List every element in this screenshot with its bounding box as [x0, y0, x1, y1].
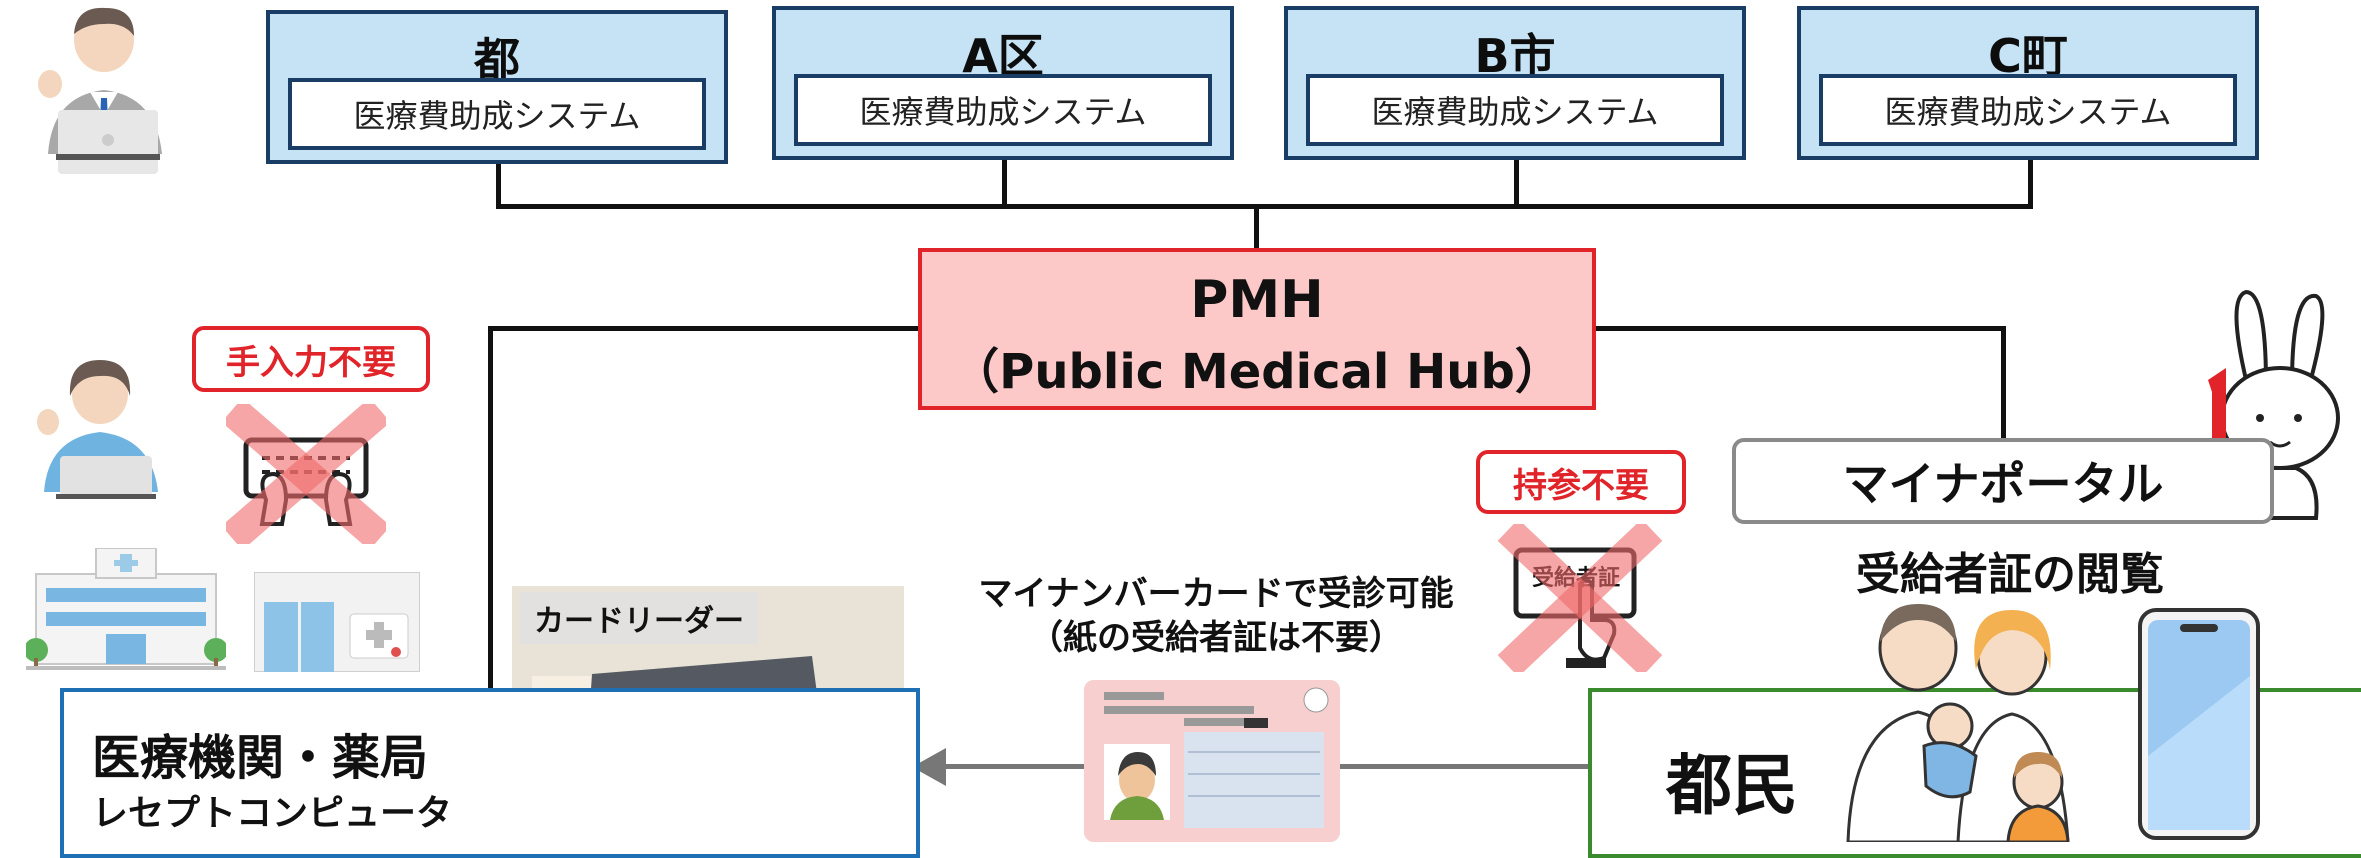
no-bring-tag: 持参不要 — [1476, 450, 1686, 514]
citizen-title: 都民 — [1666, 747, 1798, 824]
medical-staff-icon — [37, 360, 158, 499]
medical-title: 医療機関・薬局 — [92, 730, 429, 786]
gov-box-a-ward: A区 医療費助成システム — [772, 6, 1234, 160]
gov-box-metropolis: 都 医療費助成システム — [266, 10, 728, 164]
connector-line — [488, 326, 493, 690]
certificate-crossed-icon: 受給者証 — [1496, 524, 1664, 672]
gov-box-b-city: B市 医療費助成システム — [1284, 6, 1746, 160]
connector-line — [496, 164, 501, 208]
connector-line — [1594, 326, 2006, 331]
mynumber-caption-line1: マイナンバーカードで受診可能 — [978, 574, 1454, 614]
pharmacy-icon — [254, 572, 420, 672]
connector-line — [1002, 160, 1007, 208]
connector-line — [496, 204, 2033, 209]
gov-system-label: 医療費助成システム — [794, 74, 1212, 146]
gov-system-label: 医療費助成システム — [1819, 74, 2237, 146]
myna-portal-box: マイナポータル — [1732, 438, 2274, 524]
hospital-icon — [26, 548, 226, 670]
no-manual-input-tag: 手入力不要 — [192, 326, 430, 392]
family-icon — [1846, 604, 2070, 842]
connector-line — [2028, 160, 2033, 208]
connector-line — [2001, 326, 2006, 440]
pmh-subtitle: （Public Medical Hub） — [951, 344, 1563, 400]
connector-line — [1254, 204, 1259, 250]
gov-box-c-town: C町 医療費助成システム — [1797, 6, 2259, 160]
mynumber-card-graphic — [1084, 680, 1340, 842]
arrow-head-icon — [912, 748, 946, 786]
medical-subtitle: レセプトコンピュータ — [92, 793, 453, 834]
red-cross-icon — [1497, 524, 1663, 672]
medical-institution-box: 医療機関・薬局 レセプトコンピュータ — [60, 688, 920, 858]
gov-system-label: 医療費助成システム — [1306, 74, 1724, 146]
pmh-box: PMH （Public Medical Hub） — [918, 248, 1596, 410]
card-reader-photo-overlay-spacer — [512, 688, 904, 692]
card-reader-label: カードリーダー — [520, 592, 758, 644]
smartphone-icon — [2138, 608, 2260, 840]
mynumber-card — [1084, 680, 1340, 842]
connector-line — [1514, 160, 1519, 208]
mynumber-caption-line2: （紙の受給者証は不要） — [1029, 618, 1403, 658]
gov-system-label: 医療費助成システム — [288, 78, 706, 150]
pmh-title: PMH — [1190, 270, 1324, 330]
staff-person-icon — [38, 7, 162, 174]
connector-line — [488, 326, 920, 331]
portal-caption: 受給者証の閲覧 — [1856, 549, 2164, 600]
keyboard-crossed-icon — [226, 404, 386, 544]
